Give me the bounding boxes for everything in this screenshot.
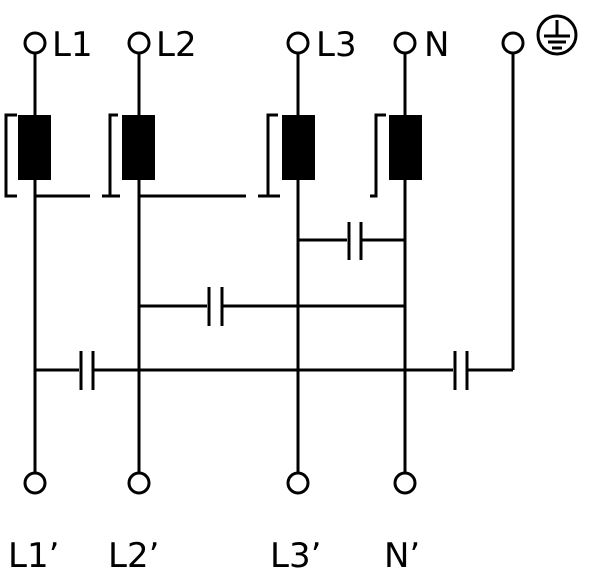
capacitor-l3-n — [298, 222, 405, 260]
choke-core-l1 — [18, 115, 51, 180]
terminal-l3[interactable] — [286, 31, 310, 55]
capacitor-l2-n — [139, 287, 405, 326]
label-l2-out: L2’ — [108, 536, 159, 576]
capacitor-bus-pe — [453, 351, 513, 390]
terminal-l1[interactable] — [23, 31, 47, 55]
choke-core-n — [389, 115, 422, 180]
terminal-n-out[interactable] — [393, 471, 417, 495]
terminal-l2[interactable] — [127, 31, 151, 55]
capacitor-l1-bus — [35, 351, 453, 390]
terminal-l2-out[interactable] — [127, 471, 151, 495]
label-l1-out: L1’ — [8, 536, 59, 576]
terminal-l3-out[interactable] — [286, 471, 310, 495]
label-l2: L2 — [156, 25, 197, 65]
label-n-out: N’ — [384, 536, 420, 576]
label-l3-out: L3’ — [270, 536, 321, 576]
terminal-pe[interactable] — [501, 31, 525, 55]
label-n: N — [424, 25, 449, 65]
choke-core-l2 — [122, 115, 155, 180]
label-l3: L3 — [316, 25, 357, 65]
choke-core-l3 — [282, 115, 315, 180]
choke-coupling-bracket — [4, 113, 386, 198]
label-l1: L1 — [52, 25, 93, 65]
terminal-l1-out[interactable] — [23, 471, 47, 495]
terminal-n[interactable] — [393, 31, 417, 55]
protective-earth-icon — [536, 14, 578, 56]
